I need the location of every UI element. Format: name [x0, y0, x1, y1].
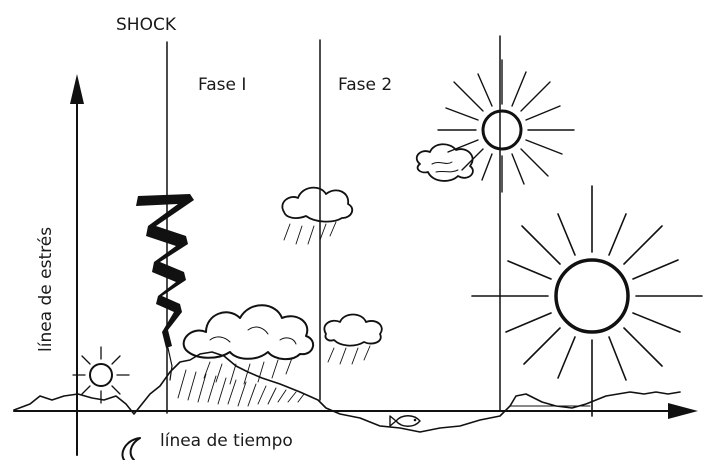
- fish-icon: [389, 415, 421, 427]
- sun-icon: [72, 346, 130, 404]
- moon-icon: [121, 437, 141, 460]
- y-axis-arrowhead: [70, 74, 84, 104]
- x-axis-label: línea de tiempo: [160, 431, 293, 451]
- y-axis: [70, 74, 84, 456]
- sun-icon: [471, 185, 703, 417]
- rain-cloud-icon: [323, 313, 383, 365]
- cloud-icon: [415, 143, 474, 182]
- x-axis: [13, 403, 698, 419]
- rain-cloud-icon: [281, 186, 354, 245]
- x-axis-arrowhead: [668, 403, 698, 419]
- terrain-hatching: [177, 369, 305, 407]
- lightning-bolt-icon: [136, 194, 194, 348]
- sun-icon: [437, 59, 575, 193]
- stress-terrain-line: [13, 351, 681, 433]
- lightning-tail: [167, 347, 173, 381]
- rain-cloud-icon: [182, 304, 315, 385]
- phase2-label: Fase 2: [338, 75, 392, 95]
- shock-label: SHOCK: [116, 15, 177, 35]
- y-axis-label: línea de estrés: [36, 227, 56, 352]
- phase1-label: Fase I: [198, 75, 246, 95]
